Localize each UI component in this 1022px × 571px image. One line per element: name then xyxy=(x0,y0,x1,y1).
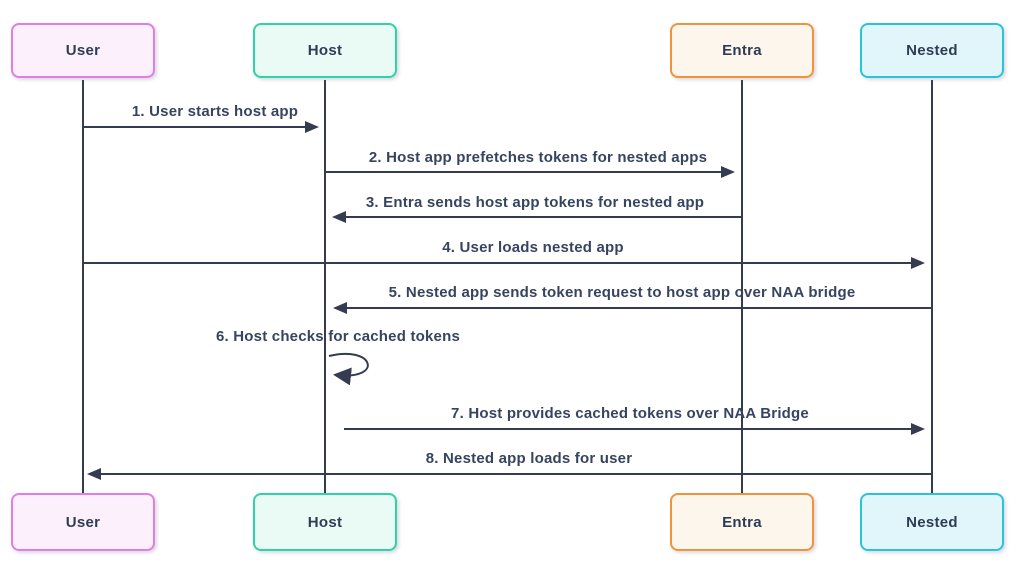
message-3-label: 3. Entra sends host app tokens for neste… xyxy=(365,194,705,211)
actor-nested-top: Nested xyxy=(860,23,1004,78)
message-8-arrowhead-left xyxy=(87,468,101,480)
actor-nested-label: Nested xyxy=(906,513,958,531)
lifeline-entra xyxy=(741,80,743,493)
message-8-label: 8. Nested app loads for user xyxy=(425,450,633,467)
actor-user-bottom: User xyxy=(11,493,155,551)
message-4-line xyxy=(84,262,912,264)
message-7-label: 7. Host provides cached tokens over NAA … xyxy=(451,405,809,422)
message-5-label: 5. Nested app sends token request to hos… xyxy=(388,284,856,301)
message-2-line xyxy=(326,171,722,173)
message-2-arrowhead-right xyxy=(721,166,735,178)
lifeline-host xyxy=(324,80,326,493)
message-2-label: 2. Host app prefetches tokens for nested… xyxy=(368,149,708,166)
actor-host-label: Host xyxy=(307,513,343,531)
message-7-arrowhead-right xyxy=(911,423,925,435)
message-3-line xyxy=(346,216,742,218)
actor-host-label: Host xyxy=(307,42,343,59)
message-7-line xyxy=(344,428,911,430)
actor-nested-bottom: Nested xyxy=(860,493,1004,551)
actor-host-bottom: Host xyxy=(253,493,397,551)
lifeline-nested xyxy=(931,80,933,493)
message-1-line xyxy=(84,126,306,128)
actor-user-label: User xyxy=(65,42,101,59)
actor-entra-bottom: Entra xyxy=(670,493,814,551)
message-1-label: 1. User starts host app xyxy=(131,103,299,120)
actor-nested-label: Nested xyxy=(906,42,958,59)
actor-entra-label: Entra xyxy=(722,42,762,59)
actor-user-label: User xyxy=(65,513,101,531)
message-5-arrowhead-left xyxy=(333,302,347,314)
lifeline-user xyxy=(82,80,84,493)
message-4-arrowhead-right xyxy=(911,257,925,269)
actor-host-top: Host xyxy=(253,23,397,78)
actor-entra-top: Entra xyxy=(670,23,814,78)
message-8-line xyxy=(101,473,932,475)
message-6-label: 6. Host checks for cached tokens xyxy=(216,328,460,345)
message-1-arrowhead-right xyxy=(305,121,319,133)
actor-user-top: User xyxy=(11,23,155,78)
self-loop-arrow xyxy=(328,352,369,385)
message-4-label: 4. User loads nested app xyxy=(442,239,624,256)
message-3-arrowhead-left xyxy=(332,211,346,223)
message-5-line xyxy=(347,307,932,309)
actor-entra-label: Entra xyxy=(722,513,762,531)
